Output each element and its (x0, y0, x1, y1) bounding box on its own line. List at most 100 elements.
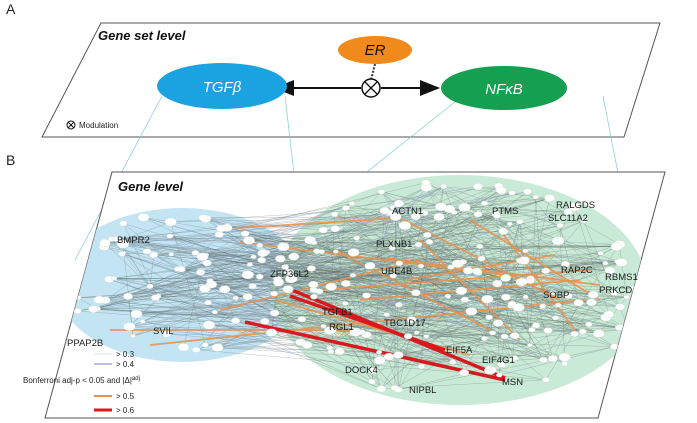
network-node (373, 356, 386, 365)
network-node (130, 309, 143, 319)
network-node (585, 321, 593, 327)
network-edge (221, 228, 289, 273)
network-edge (177, 268, 490, 318)
network-edge (219, 234, 281, 260)
network-node (327, 327, 337, 334)
network-node (489, 330, 497, 336)
network-edge (619, 244, 627, 298)
network-node (149, 251, 159, 258)
network-edge (511, 303, 544, 360)
network-edge (477, 214, 622, 263)
network-node (615, 258, 628, 267)
network-node (481, 336, 488, 341)
network-edge (313, 284, 607, 318)
network-node (214, 231, 224, 238)
network-edge (319, 291, 556, 319)
network-node (440, 184, 448, 189)
network-node (496, 372, 503, 378)
network-node (118, 251, 126, 257)
network-node (561, 361, 568, 366)
network-node (364, 262, 376, 270)
network-edge (313, 275, 353, 285)
network-edge (497, 322, 515, 359)
network-node (495, 186, 507, 195)
network-edge-strongest (289, 294, 446, 352)
network-edge (355, 332, 382, 389)
network-node (99, 239, 111, 248)
network-node (151, 294, 160, 301)
network-node (368, 367, 378, 374)
network-node (327, 349, 335, 354)
network-edge (149, 254, 155, 287)
network-edge (505, 221, 520, 278)
network-node (623, 294, 630, 300)
network-edge (424, 212, 482, 259)
tgfb-label: TGFβ (203, 79, 242, 96)
network-edge (93, 216, 440, 310)
network-edge (209, 280, 553, 359)
network-node (539, 356, 548, 363)
network-edge (114, 278, 278, 280)
network-edge (274, 293, 589, 325)
network-edge (477, 214, 543, 307)
network-edge (207, 302, 549, 331)
network-edge (105, 192, 513, 301)
network-edge (468, 262, 606, 271)
network-edge (253, 256, 315, 297)
er-label: ER (365, 42, 386, 59)
network-node (75, 295, 82, 300)
network-edge (155, 262, 606, 298)
network-edge (259, 245, 502, 365)
network-edge (166, 279, 278, 335)
network-node (603, 310, 615, 318)
network-node (403, 333, 413, 340)
network-edge (96, 279, 278, 310)
network-node (481, 200, 489, 206)
network-node (501, 293, 511, 301)
network-edge (399, 263, 493, 334)
network-edge (335, 215, 497, 252)
network-node (379, 207, 390, 215)
network-node (417, 363, 426, 370)
network-edge (301, 318, 417, 333)
network-node (348, 201, 355, 206)
network-node (297, 316, 307, 323)
network-edge (484, 203, 561, 226)
network-edge (78, 262, 622, 298)
edge-legend-label-06: > 0.6 (116, 406, 135, 415)
network-edge (271, 268, 312, 333)
network-edge (479, 246, 606, 264)
network-edge (464, 207, 601, 254)
network-edge (169, 235, 422, 367)
network-edge (211, 221, 520, 285)
network-edge (398, 304, 620, 328)
network-node (273, 278, 284, 287)
network-node (123, 322, 136, 331)
network-node (413, 330, 420, 335)
network-edge (514, 333, 599, 359)
network-edge (496, 215, 575, 334)
network-node (394, 386, 403, 393)
network-edge (99, 299, 530, 346)
network-edge-strong (359, 279, 581, 301)
gene-label-slc11a2: SLC11A2 (548, 213, 588, 224)
network-node (331, 211, 339, 217)
network-node (116, 239, 130, 249)
network-edge (463, 261, 622, 263)
network-edge (334, 214, 464, 263)
gene-label-ralgds: RALGDS (556, 200, 595, 211)
network-node (459, 259, 467, 265)
network-node (500, 333, 509, 340)
network-edge (153, 254, 373, 382)
network-node (334, 347, 345, 355)
network-edge (313, 296, 599, 334)
network-edge (122, 253, 236, 322)
network-edge (471, 311, 620, 328)
network-node (383, 352, 395, 361)
gene-label-ube4b: UBE4B (381, 266, 412, 277)
network-node (497, 361, 506, 368)
network-node (139, 319, 146, 324)
network-node (211, 309, 218, 315)
network-edge (122, 253, 465, 373)
network-edge (105, 262, 208, 301)
